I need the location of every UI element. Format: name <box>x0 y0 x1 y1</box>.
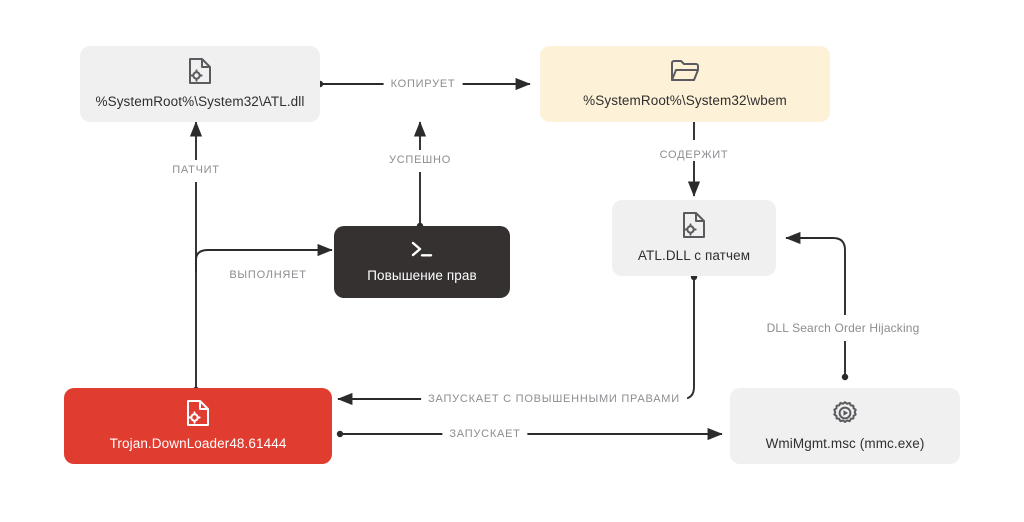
node-atl-dll-patched[interactable]: ATL.DLL с патчем <box>612 200 776 276</box>
node-trojan[interactable]: Trojan.DownLoader48.61444 <box>64 388 332 464</box>
edge-line-launches-elev <box>670 277 695 400</box>
edge-label-patches: ПАТЧИТ <box>165 164 227 176</box>
edge-label-executes: ВЫПОЛНЯЕТ <box>222 269 314 281</box>
edge-dot-launches <box>336 430 344 438</box>
node-label: Повышение прав <box>367 268 477 284</box>
gear-play-icon <box>831 399 859 427</box>
edge-label-hijacking: DLL Search Order Hijacking <box>759 321 927 335</box>
terminal-prompt-icon <box>408 239 436 259</box>
edge-label-launches-elevated: ЗАПУСКАЕТ С ПОВЫШЕННЫМИ ПРАВАМИ <box>421 393 687 405</box>
node-label: ATL.DLL с патчем <box>637 248 751 264</box>
node-label: Trojan.DownLoader48.61444 <box>109 436 287 452</box>
edge-line-hijacking-upper <box>785 231 846 315</box>
edge-label-copies: КОПИРУЕТ <box>383 78 463 90</box>
node-wmimgmt[interactable]: WmiMgmt.msc (mmc.exe) <box>730 388 960 464</box>
file-gear-icon <box>681 211 707 239</box>
node-label: %SystemRoot%\System32\wbem <box>583 93 787 109</box>
edge-label-success: УСПЕШНО <box>381 154 459 166</box>
file-gear-icon <box>187 57 213 85</box>
folder-open-icon <box>670 58 700 84</box>
node-label: %SystemRoot%\System32\ATL.dll <box>95 94 305 110</box>
node-wbem-folder[interactable]: %SystemRoot%\System32\wbem <box>540 46 830 122</box>
node-atl-dll-original[interactable]: %SystemRoot%\System32\ATL.dll <box>80 46 320 122</box>
node-label: WmiMgmt.msc (mmc.exe) <box>765 436 925 452</box>
edge-dot-hijacking <box>841 373 849 381</box>
file-gear-icon <box>185 399 211 427</box>
edge-label-contains: СОДЕРЖИТ <box>652 149 736 161</box>
edge-label-launches: ЗАПУСКАЕТ <box>442 428 528 440</box>
node-privilege-escalation[interactable]: Повышение прав <box>334 226 510 298</box>
